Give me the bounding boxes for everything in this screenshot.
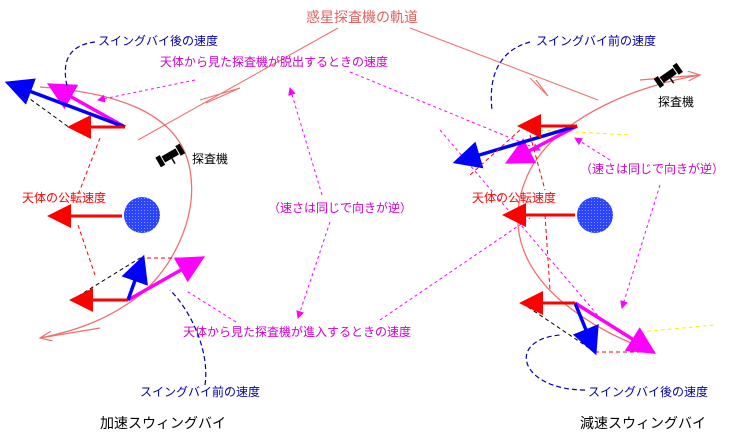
- left-body-velocity-label: 天体の公転速度: [22, 190, 106, 205]
- approach-velocity-label: 天体から見た探査機が進入するときの速度: [183, 324, 411, 339]
- satellite-icon: [155, 143, 186, 168]
- escape-pointer-left: [97, 79, 196, 103]
- orbit-left: [40, 86, 193, 338]
- right-before-label: スイングバイ前の速度: [536, 33, 656, 48]
- left-before-vector: [121, 254, 148, 301]
- escape-velocity-label: 天体から見た探査機が脱出するときの速度: [160, 54, 388, 69]
- left-after-label: スイングバイ後の速度: [98, 33, 218, 48]
- approach-pointer-far: [439, 129, 601, 319]
- orbit-title-pointers: [137, 27, 599, 141]
- right-probe-label: 探査機: [658, 94, 694, 109]
- left-before-label: スイングバイ前の速度: [140, 384, 260, 399]
- left-after-pointer: [64, 41, 96, 91]
- right-after-label: スイングバイ後の速度: [588, 384, 708, 399]
- approach-pointer-left: [184, 289, 237, 323]
- same-speed-label-right: （速さは同じで向きが逆）: [580, 161, 724, 176]
- right-after-vector: [452, 124, 578, 169]
- right-red-dashes: [469, 129, 551, 291]
- right-before-pointer: [490, 41, 531, 111]
- decel-title: 減速スウィングバイ: [580, 415, 706, 432]
- escape-pointer-right: [349, 71, 541, 152]
- left-after-vector: [4, 78, 126, 129]
- same-speed-label-left: （速さは同じで向きが逆）: [268, 200, 412, 215]
- left-probe-label: 探査機: [192, 151, 228, 166]
- right-approach-vector: [574, 301, 656, 354]
- same-speed-arrow-down: [296, 221, 331, 319]
- right-after-pointer: [525, 334, 586, 391]
- same-speed-arrow-right-down: [620, 184, 661, 309]
- orbit-title: 惑星探査機の軌道: [306, 10, 418, 26]
- right-body-velocity-label: 天体の公転速度: [472, 190, 556, 205]
- accel-title: 加速スウィングバイ: [100, 416, 226, 432]
- same-speed-arrow-right-up: [574, 137, 611, 161]
- left-before-pointer: [169, 289, 207, 386]
- left-red-dashes: [77, 137, 101, 276]
- right-before-vector: [572, 302, 599, 356]
- same-speed-arrow-up: [288, 87, 323, 196]
- left-upper-vectors: [4, 78, 126, 139]
- left-approach-vector: [127, 256, 206, 302]
- approach-pointer-right: [379, 217, 531, 321]
- right-upper-vectors: [452, 114, 631, 169]
- planet-icon: [124, 197, 160, 233]
- satellite-icon-right: [653, 62, 683, 88]
- left-escape-vector: [46, 83, 126, 129]
- right-lower-vectors: [519, 291, 716, 356]
- planet-icon-right: [577, 197, 613, 233]
- right-escape-vector: [504, 124, 578, 164]
- left-lower-vectors: [69, 254, 206, 312]
